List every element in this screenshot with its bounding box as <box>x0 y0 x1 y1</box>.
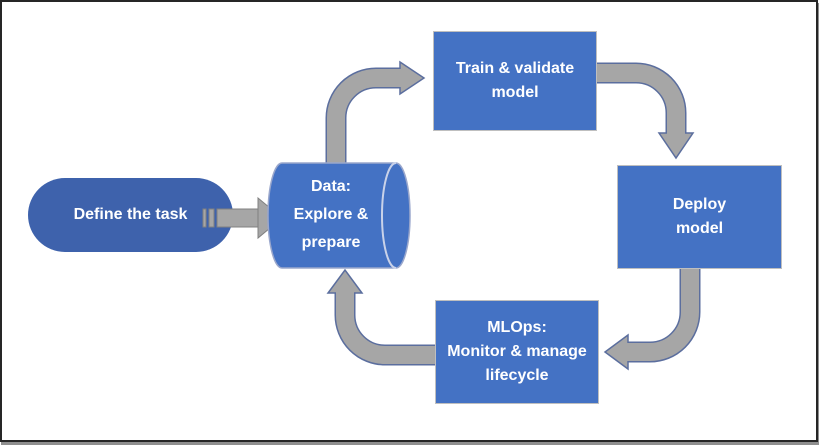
connector-layer <box>202 60 701 371</box>
elbow-arrow-deploy-to-mlops-icon <box>603 266 701 371</box>
node-mlops-line: Monitor & manage <box>447 343 587 360</box>
elbow-arrow-mlops-to-data-icon <box>326 268 436 366</box>
node-train-line: Train & validate <box>455 60 575 77</box>
node-deploy: Deploy model <box>617 165 782 269</box>
node-deploy-line: Deploy <box>672 196 727 213</box>
node-data-line: prepare <box>301 234 361 251</box>
node-mlops-line: MLOps: <box>487 319 547 336</box>
node-train-line: model <box>491 84 539 101</box>
node-data-line: Data: <box>310 178 351 195</box>
elbow-arrow-train-to-deploy-icon <box>597 62 695 160</box>
node-data: Data: Explore & prepare <box>266 164 396 266</box>
node-mlops-line: lifecycle <box>485 367 549 384</box>
node-mlops: MLOps: Monitor & manage lifecycle <box>435 300 599 404</box>
node-define-task: Define the task <box>28 178 233 252</box>
node-data-line: Explore & <box>293 206 369 223</box>
data-cylinder-shape <box>267 162 411 269</box>
node-deploy-line: model <box>675 220 724 237</box>
node-define-task-label: Define the task <box>73 206 188 223</box>
node-train-validate: Train & validate model <box>433 31 597 131</box>
elbow-arrow-data-to-train-icon <box>325 60 426 163</box>
